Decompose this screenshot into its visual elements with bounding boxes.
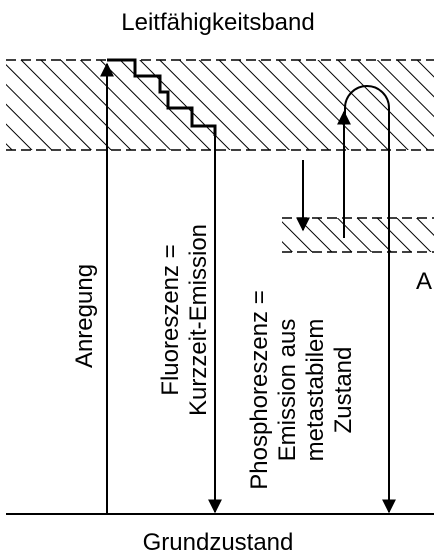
fluorescence-label: Fluoreszenz = Kurzzeit-Emission (157, 224, 212, 416)
relaxation-steps (107, 58, 217, 136)
state-a-label: A (416, 268, 432, 295)
conduction-band (6, 60, 434, 150)
excitation-label: Anregung (71, 264, 98, 368)
ground-state-label: Grundzustand (143, 529, 294, 556)
phosphorescence-label-line-3: metastabilem (302, 319, 329, 462)
conduction-band-label: Leitfähigkeitsband (121, 9, 314, 36)
phosphorescence-label: Phosphoreszenz = Emission aus metastabil… (246, 290, 357, 489)
phosphorescence-label-line-2: Emission aus (274, 319, 301, 462)
phosphorescence-label-line-1: Phosphoreszenz = (246, 290, 273, 489)
metastable-band (282, 218, 434, 252)
fluorescence-label-line-1: Fluoreszenz = (157, 244, 184, 395)
fluorescence-label-line-2: Kurzzeit-Emission (185, 224, 212, 416)
phosphorescence-label-line-4: Zustand (330, 347, 357, 434)
phosphorescence-loop (344, 85, 390, 500)
